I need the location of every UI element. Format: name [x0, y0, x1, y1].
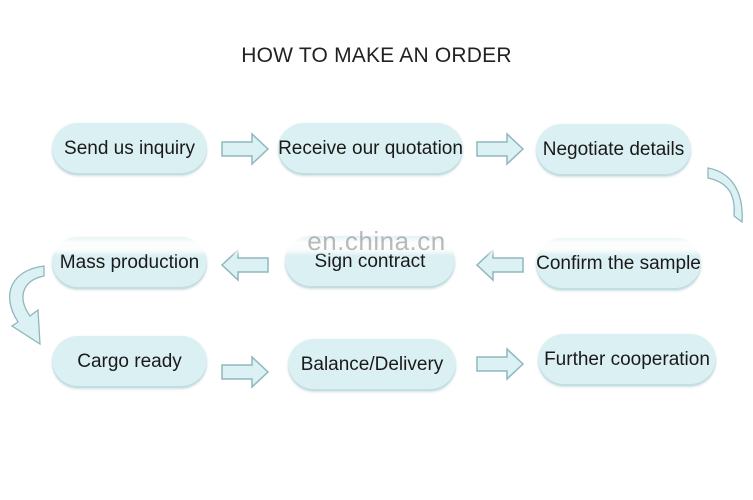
step-label: Cargo ready: [77, 351, 182, 372]
step-label: Balance/Delivery: [300, 354, 444, 375]
step-label: Mass production: [59, 252, 200, 273]
right-arrow-icon: [476, 347, 525, 381]
watermark-band: [40, 234, 720, 256]
right-arrow-icon: [221, 132, 270, 166]
step-label: Receive our quotation: [278, 138, 463, 159]
step-cargo-ready: Cargo ready: [52, 336, 207, 388]
curved-arrow-icon: [707, 167, 743, 224]
step-label: Sign contract: [314, 251, 426, 272]
step-label: Send us inquiry: [64, 138, 195, 159]
page-title: HOW TO MAKE AN ORDER: [241, 44, 512, 67]
step-negotiate-details: Negotiate details: [536, 124, 691, 176]
left-arrow-icon: [475, 248, 524, 282]
step-label: Further cooperation: [544, 349, 710, 370]
watermark: en.china.cn: [307, 226, 446, 256]
step-label: Confirm the sample: [536, 253, 701, 274]
step-send-inquiry: Send us inquiry: [52, 123, 207, 175]
right-arrow-icon: [221, 355, 270, 389]
step-receive-quotation: Receive our quotation: [278, 123, 463, 175]
step-label: Negotiate details: [542, 139, 685, 160]
step-further-cooperation: Further cooperation: [538, 334, 716, 386]
right-arrow-icon: [476, 132, 525, 166]
curved-arrow-icon: [8, 265, 45, 346]
step-balance-delivery: Balance/Delivery: [288, 339, 456, 391]
left-arrow-icon: [220, 248, 269, 282]
